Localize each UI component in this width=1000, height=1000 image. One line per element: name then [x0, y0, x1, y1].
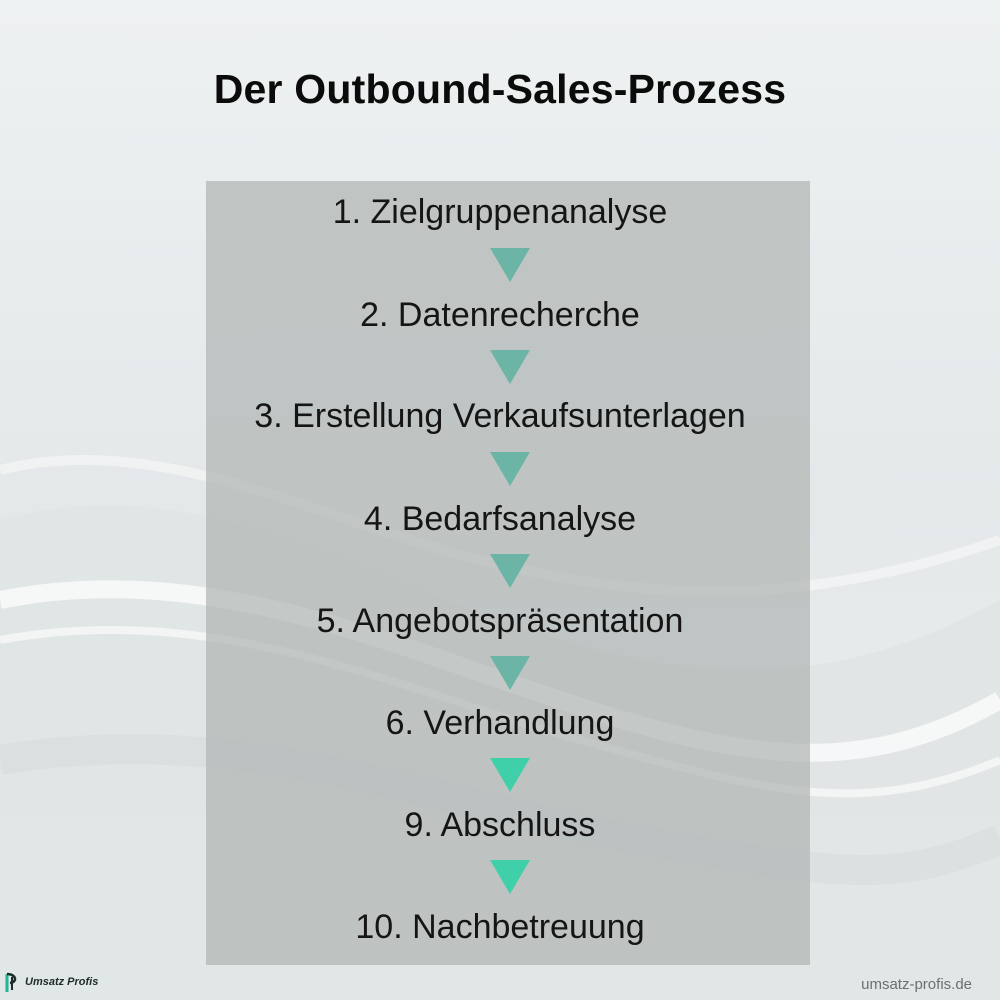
brand-logo: Umsatz Profis: [4, 968, 98, 996]
process-step-5: 5. Angebotspräsentation: [316, 602, 684, 640]
umsatz-profis-logo-icon: [5, 972, 17, 992]
brand-logo-text: Umsatz Profis: [25, 976, 99, 988]
down-arrow-icon: [490, 758, 530, 792]
down-arrow-icon: [490, 350, 530, 384]
process-step-6: 6. Verhandlung: [385, 704, 615, 742]
down-arrow-icon: [490, 554, 530, 588]
down-arrow-icon: [490, 656, 530, 690]
page-title: Der Outbound-Sales-Prozess: [213, 66, 787, 112]
process-step-1: 1. Zielgruppenanalyse: [332, 193, 668, 231]
down-arrow-icon: [490, 248, 530, 282]
process-step-2: 2. Datenrecherche: [360, 296, 640, 334]
process-step-8: 10. Nachbetreuung: [355, 908, 645, 946]
down-arrow-icon: [490, 860, 530, 894]
down-arrow-icon: [490, 452, 530, 486]
process-step-3: 3. Erstellung Verkaufsunterlagen: [254, 397, 746, 435]
process-step-7: 9. Abschluss: [404, 806, 596, 844]
process-step-4: 4. Bedarfsanalyse: [363, 500, 637, 538]
website-url: umsatz-profis.de: [861, 976, 972, 993]
